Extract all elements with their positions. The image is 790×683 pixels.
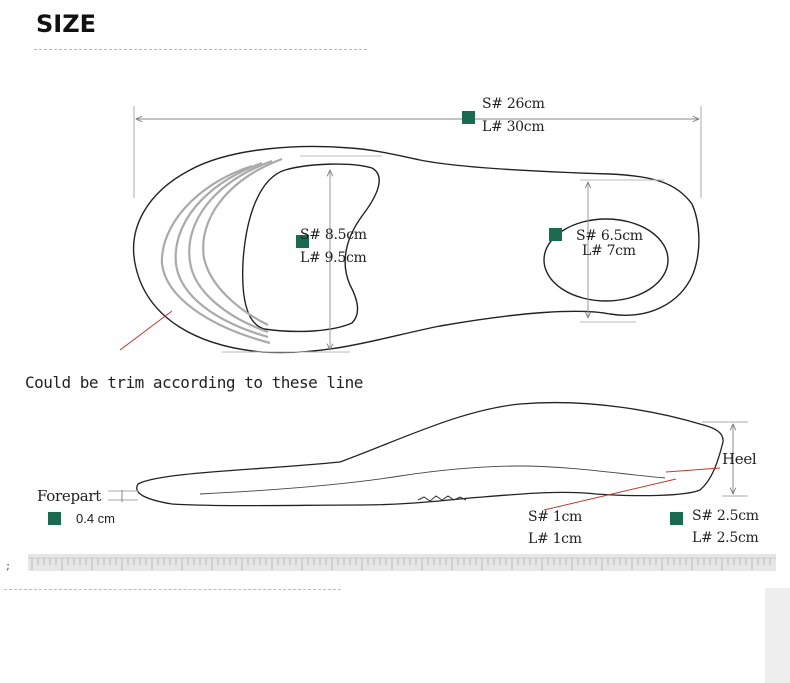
arch-underside-line — [199, 465, 666, 495]
length-dimension-line — [133, 106, 702, 198]
forepart-label: Forepart — [37, 487, 102, 505]
length-large-label: L# 30cm — [482, 119, 545, 135]
forefoot-pad-outline — [241, 163, 380, 333]
insole-side-outline — [136, 401, 724, 507]
heel-label: Heel — [722, 450, 757, 468]
length-small-label: S# 26cm — [482, 96, 545, 112]
heel-pointer — [665, 467, 721, 473]
forepart-thickness-dimension — [108, 490, 138, 502]
forepart-thickness-label: 0.4 cm — [76, 511, 116, 526]
heel-width-small-label: S# 6.5cm — [576, 228, 643, 244]
arch-pointer — [543, 478, 677, 511]
title-underline — [34, 49, 367, 50]
heel-height-large-label: L# 2.5cm — [692, 530, 759, 546]
forefoot-width-marker — [296, 235, 309, 248]
heel-width-dimension — [580, 179, 664, 323]
length-marker — [462, 111, 475, 124]
sole-texture — [417, 495, 467, 502]
trim-note: Could be trim according to these line — [25, 373, 363, 392]
arch-height-large-label: L# 1cm — [528, 531, 582, 547]
forefoot-width-dimension — [222, 155, 382, 353]
heel-height-dimension — [702, 421, 748, 497]
trim-lines — [160, 157, 283, 345]
heel-height-marker — [670, 512, 683, 525]
forefoot-width-small-label: S# 8.5cm — [300, 227, 367, 243]
trim-pointer — [119, 310, 173, 351]
stray-mark: ; — [6, 558, 10, 572]
heel-width-marker — [549, 228, 562, 241]
ruler-strip — [28, 554, 776, 571]
heel-width-large-label: L# 7cm — [582, 243, 636, 259]
side-scroll-panel — [765, 588, 790, 683]
bottom-divider — [4, 589, 341, 590]
arch-height-small-label: S# 1cm — [528, 509, 582, 525]
insole-top-outline — [132, 145, 700, 354]
heel-height-small-label: S# 2.5cm — [692, 508, 759, 524]
heel-cup-outline — [543, 218, 669, 302]
forepart-marker — [48, 512, 61, 525]
size-title: SIZE — [36, 10, 97, 38]
forefoot-width-large-label: L# 9.5cm — [300, 250, 367, 266]
